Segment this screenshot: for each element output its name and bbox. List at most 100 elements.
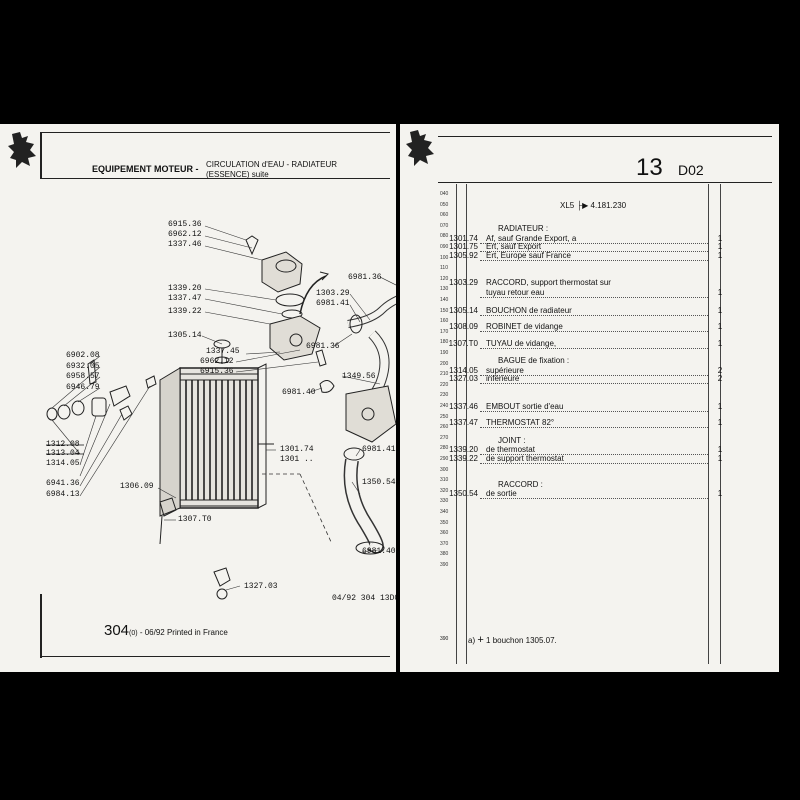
part-quantity: 1 bbox=[717, 402, 723, 411]
row-number: 180 bbox=[440, 339, 449, 346]
row-number: 270 bbox=[440, 434, 449, 441]
callout-label: 1301.74 bbox=[280, 445, 314, 454]
callout-label: 1337.46 bbox=[168, 240, 202, 249]
header-rule-bottom bbox=[40, 178, 390, 179]
row-number: 370 bbox=[440, 540, 449, 547]
dot-leader bbox=[480, 498, 708, 499]
part-reference: 1314.05 bbox=[449, 366, 478, 375]
callout-label: 1349.56 bbox=[342, 372, 376, 381]
row-number: 300 bbox=[440, 466, 449, 473]
dot-leader bbox=[480, 243, 708, 244]
callout-label: 6981.40 bbox=[282, 388, 316, 397]
row-number: 100 bbox=[440, 254, 449, 261]
row-number: 210 bbox=[440, 371, 449, 378]
row-number: 170 bbox=[440, 328, 449, 335]
part-quantity: 2 bbox=[717, 366, 723, 375]
row-number: 050 bbox=[440, 201, 449, 208]
model-code: XL5 ├▶ 4.181.230 bbox=[560, 201, 627, 210]
part-description: THERMOSTAT 82° bbox=[486, 418, 555, 427]
footer-rule-vertical bbox=[40, 594, 42, 658]
dot-leader bbox=[480, 315, 708, 316]
row-number: 250 bbox=[440, 413, 449, 420]
row-number: 390 bbox=[440, 562, 449, 568]
callout-label: 1337.47 bbox=[168, 294, 202, 303]
part-quantity: 1 bbox=[717, 445, 723, 454]
page-footer: 304(0) - 06/92 Printed in France bbox=[104, 622, 228, 639]
header-rule-top bbox=[438, 136, 772, 137]
part-quantity: 2 bbox=[717, 374, 723, 383]
row-number: 290 bbox=[440, 456, 449, 462]
dot-leader bbox=[480, 375, 708, 376]
callout-label: 6981.40 bbox=[362, 547, 396, 556]
part-description: ROBINET de vidange bbox=[486, 322, 563, 331]
part-description: RACCORD : bbox=[498, 480, 543, 489]
part-description: EMBOUT sortie d'eau bbox=[486, 402, 564, 411]
row-number: 380 bbox=[440, 551, 449, 558]
part-reference: 1337.47 bbox=[449, 418, 478, 427]
part-reference: 1303.29 bbox=[449, 278, 478, 287]
row-number: 070 bbox=[440, 222, 449, 229]
callout-label: 6984.13 bbox=[46, 490, 80, 499]
footnote: a) + 1 bouchon 1305.07. bbox=[468, 634, 557, 646]
footnote-row-number: 390 bbox=[440, 636, 449, 642]
part-quantity: 1 bbox=[717, 234, 723, 243]
row-number: 160 bbox=[440, 318, 449, 325]
row-number: 220 bbox=[440, 381, 449, 388]
part-reference: 1301.74 bbox=[449, 234, 478, 243]
part-description: RADIATEUR : bbox=[498, 224, 549, 233]
page-number-sup: (0) bbox=[129, 630, 138, 637]
part-reference: 1301.75 bbox=[449, 242, 478, 251]
row-number: 130 bbox=[440, 286, 449, 293]
parts-list-row: RACCORD : bbox=[424, 480, 754, 490]
callout-label: 6941.36 bbox=[46, 479, 80, 488]
row-number: 190 bbox=[440, 350, 449, 356]
part-description: Ert, sauf Export bbox=[486, 242, 542, 251]
callout-label: 6981.36 bbox=[348, 273, 382, 282]
part-reference: 1339.22 bbox=[449, 454, 478, 463]
callout-label: 1350.54 bbox=[362, 478, 396, 487]
callout-label: 1327.03 bbox=[244, 582, 278, 591]
callout-label: 6915.36 bbox=[168, 220, 202, 229]
part-reference: 1305.92 bbox=[449, 251, 478, 260]
row-number: 230 bbox=[440, 392, 449, 399]
part-quantity: 1 bbox=[717, 306, 723, 315]
callout-label: 1303.29 bbox=[316, 289, 350, 298]
dot-leader bbox=[480, 348, 708, 349]
row-number: 330 bbox=[440, 498, 449, 505]
row-number: 350 bbox=[440, 519, 449, 526]
header-rule-vertical bbox=[40, 132, 42, 178]
parts-list-row: RADIATEUR : bbox=[424, 224, 754, 234]
row-number: 310 bbox=[440, 477, 449, 484]
part-quantity: 1 bbox=[717, 454, 723, 463]
callout-label: 6915.36 bbox=[200, 367, 234, 376]
row-number: 080 bbox=[440, 233, 449, 240]
column-rule bbox=[720, 184, 721, 664]
section-subtitle-1: CIRCULATION d'EAU - RADIATEUR bbox=[206, 160, 338, 169]
column-rule bbox=[466, 184, 467, 664]
row-number: 110 bbox=[440, 265, 448, 272]
callout-label: 6962.12 bbox=[200, 357, 234, 366]
page-number: 304 bbox=[104, 622, 130, 639]
callout-label: 1305.14 bbox=[168, 331, 202, 340]
dot-leader bbox=[480, 297, 708, 298]
section-title: EQUIPEMENT MOTEUR - bbox=[92, 164, 199, 174]
group-number: 13 bbox=[636, 154, 663, 181]
row-number: 260 bbox=[440, 424, 449, 431]
part-description: BOUCHON de radiateur bbox=[486, 306, 572, 315]
parts-list-row: JOINT : bbox=[424, 436, 754, 446]
dot-leader bbox=[480, 251, 708, 252]
part-quantity: 1 bbox=[717, 242, 723, 251]
part-quantity: 1 bbox=[717, 288, 723, 297]
row-number: 060 bbox=[440, 212, 449, 219]
part-quantity: 1 bbox=[717, 489, 723, 498]
